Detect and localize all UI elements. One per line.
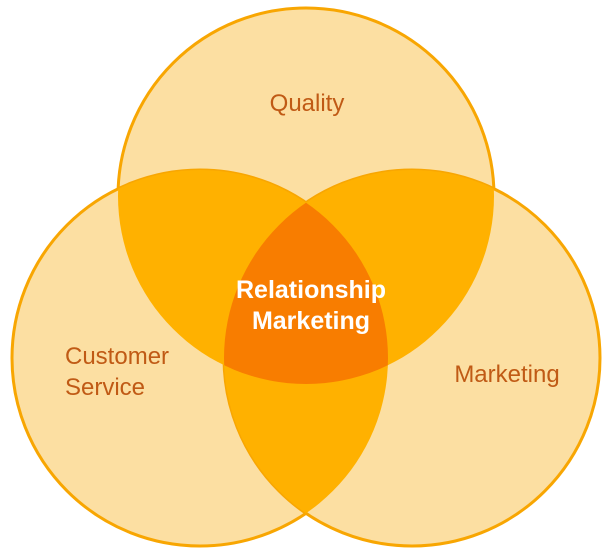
label-customer-service: Customer Service	[65, 343, 170, 401]
label-marketing: Marketing	[454, 361, 560, 388]
label-quality: Quality	[269, 90, 345, 117]
label-relationship-marketing: Relationship Marketing	[235, 276, 386, 335]
overlap-center	[224, 170, 388, 384]
